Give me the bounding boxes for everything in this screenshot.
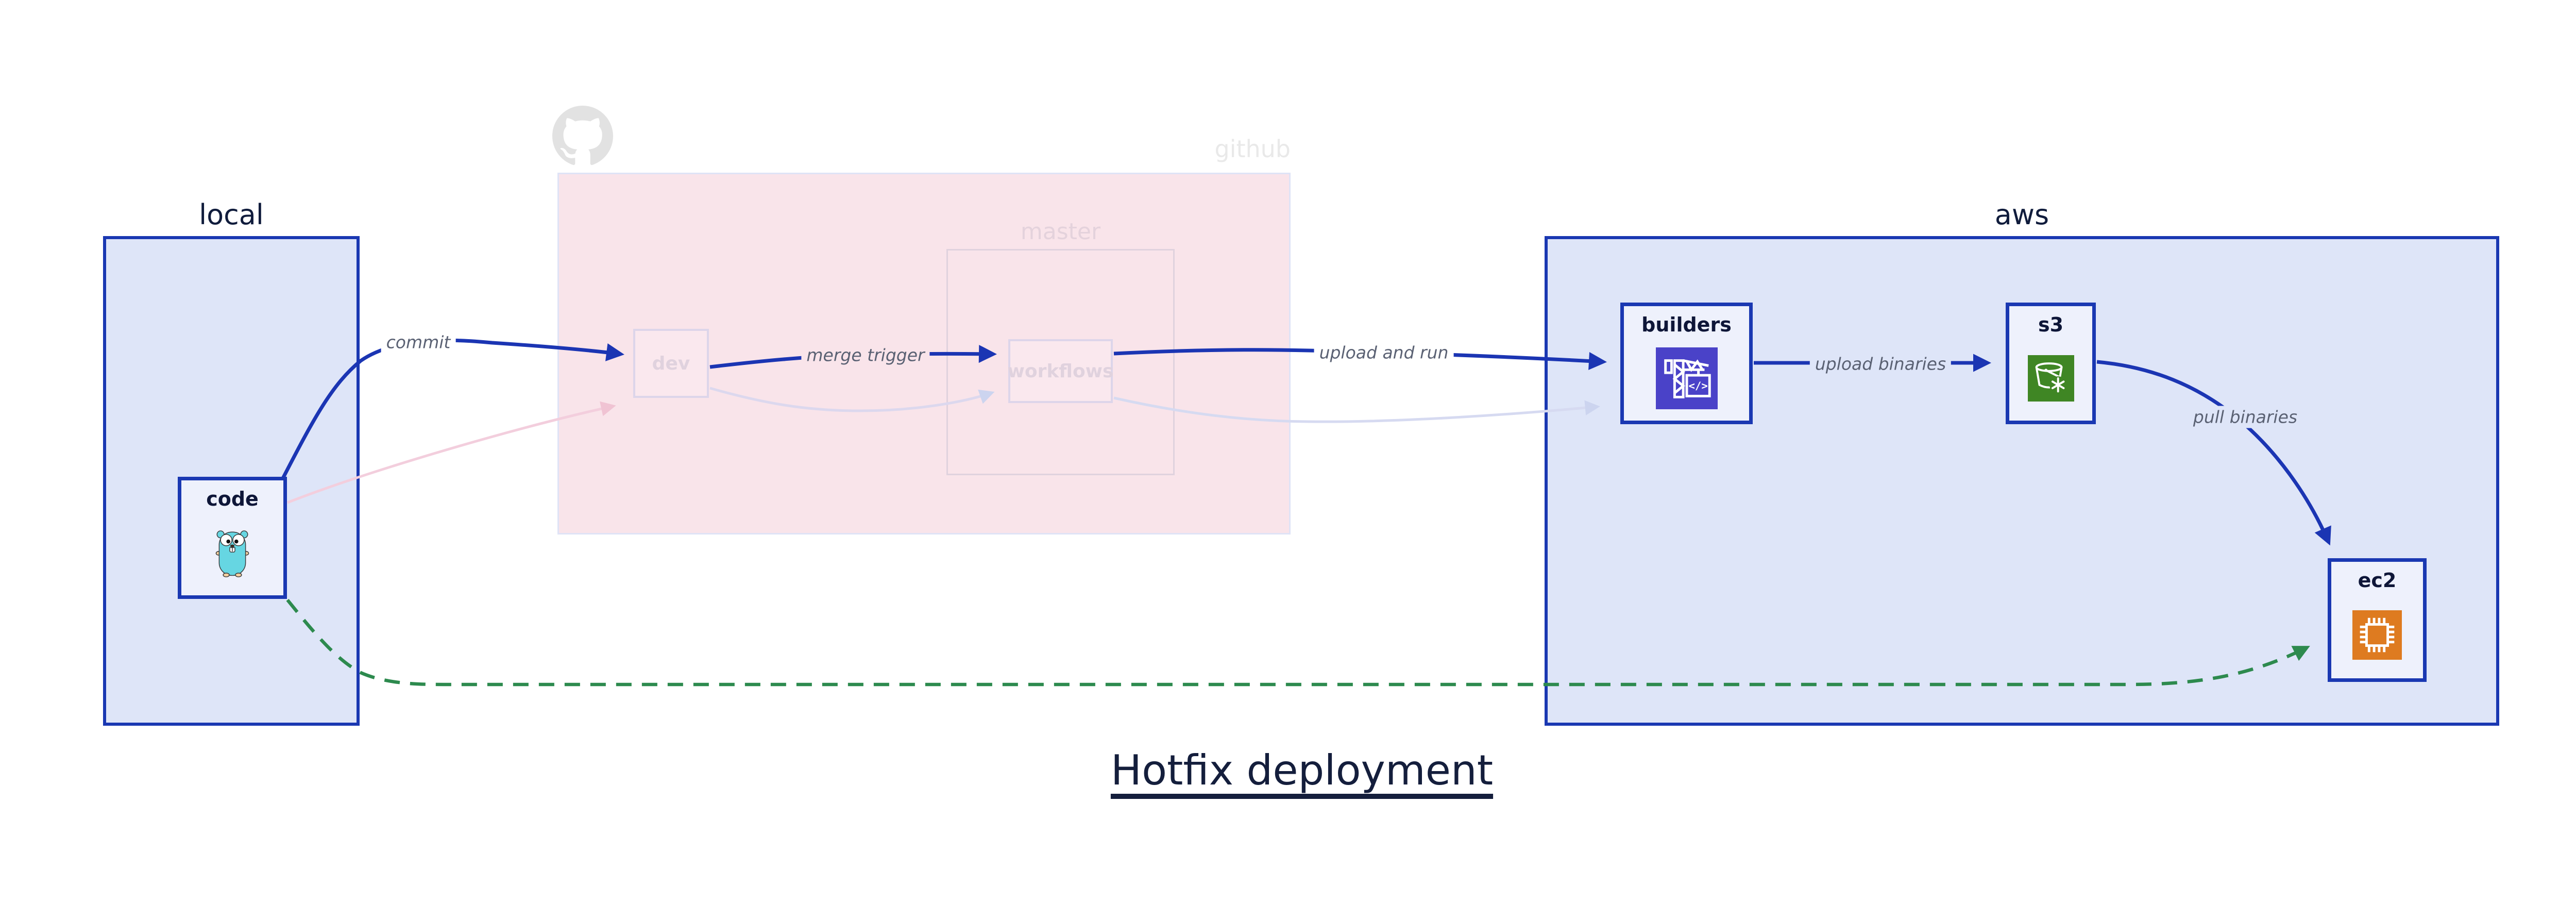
edge-label-pull-binaries: pull binaries <box>2188 406 2303 428</box>
ec2-chip-icon <box>2352 592 2402 678</box>
local-label: local <box>199 198 264 231</box>
master-label: master <box>1020 219 1101 245</box>
go-gopher-icon <box>215 510 249 595</box>
s3-glacier-bucket-icon <box>2027 336 2074 421</box>
node-builders: builders </> <box>1620 303 1753 424</box>
workflows-label: workflows <box>1007 360 1114 382</box>
svg-text:</>: </> <box>1688 380 1707 392</box>
aws-label: aws <box>1994 198 2049 231</box>
s3-label: s3 <box>2038 313 2064 336</box>
node-dev: dev <box>633 329 709 398</box>
codebuild-crane-icon: </> <box>1655 336 1718 421</box>
edge-label-merge-trigger: merge trigger <box>801 344 930 366</box>
dev-label: dev <box>652 353 690 374</box>
edge-label-upload-binaries: upload binaries <box>1809 353 1952 375</box>
node-code: code <box>178 477 287 599</box>
edge-label-upload-and-run: upload and run <box>1314 341 1454 364</box>
ec2-label: ec2 <box>2358 569 2397 592</box>
edge-label-commit: commit <box>381 331 456 354</box>
github-label: github <box>1214 135 1291 163</box>
github-octocat-icon <box>552 106 613 166</box>
code-label: code <box>206 488 259 510</box>
builders-label: builders <box>1641 313 1732 336</box>
node-workflows: workflows <box>1008 339 1113 403</box>
diagram-title: Hotfix deployment <box>1110 746 1494 794</box>
node-s3: s3 <box>2006 303 2096 424</box>
node-ec2: ec2 <box>2328 558 2427 682</box>
